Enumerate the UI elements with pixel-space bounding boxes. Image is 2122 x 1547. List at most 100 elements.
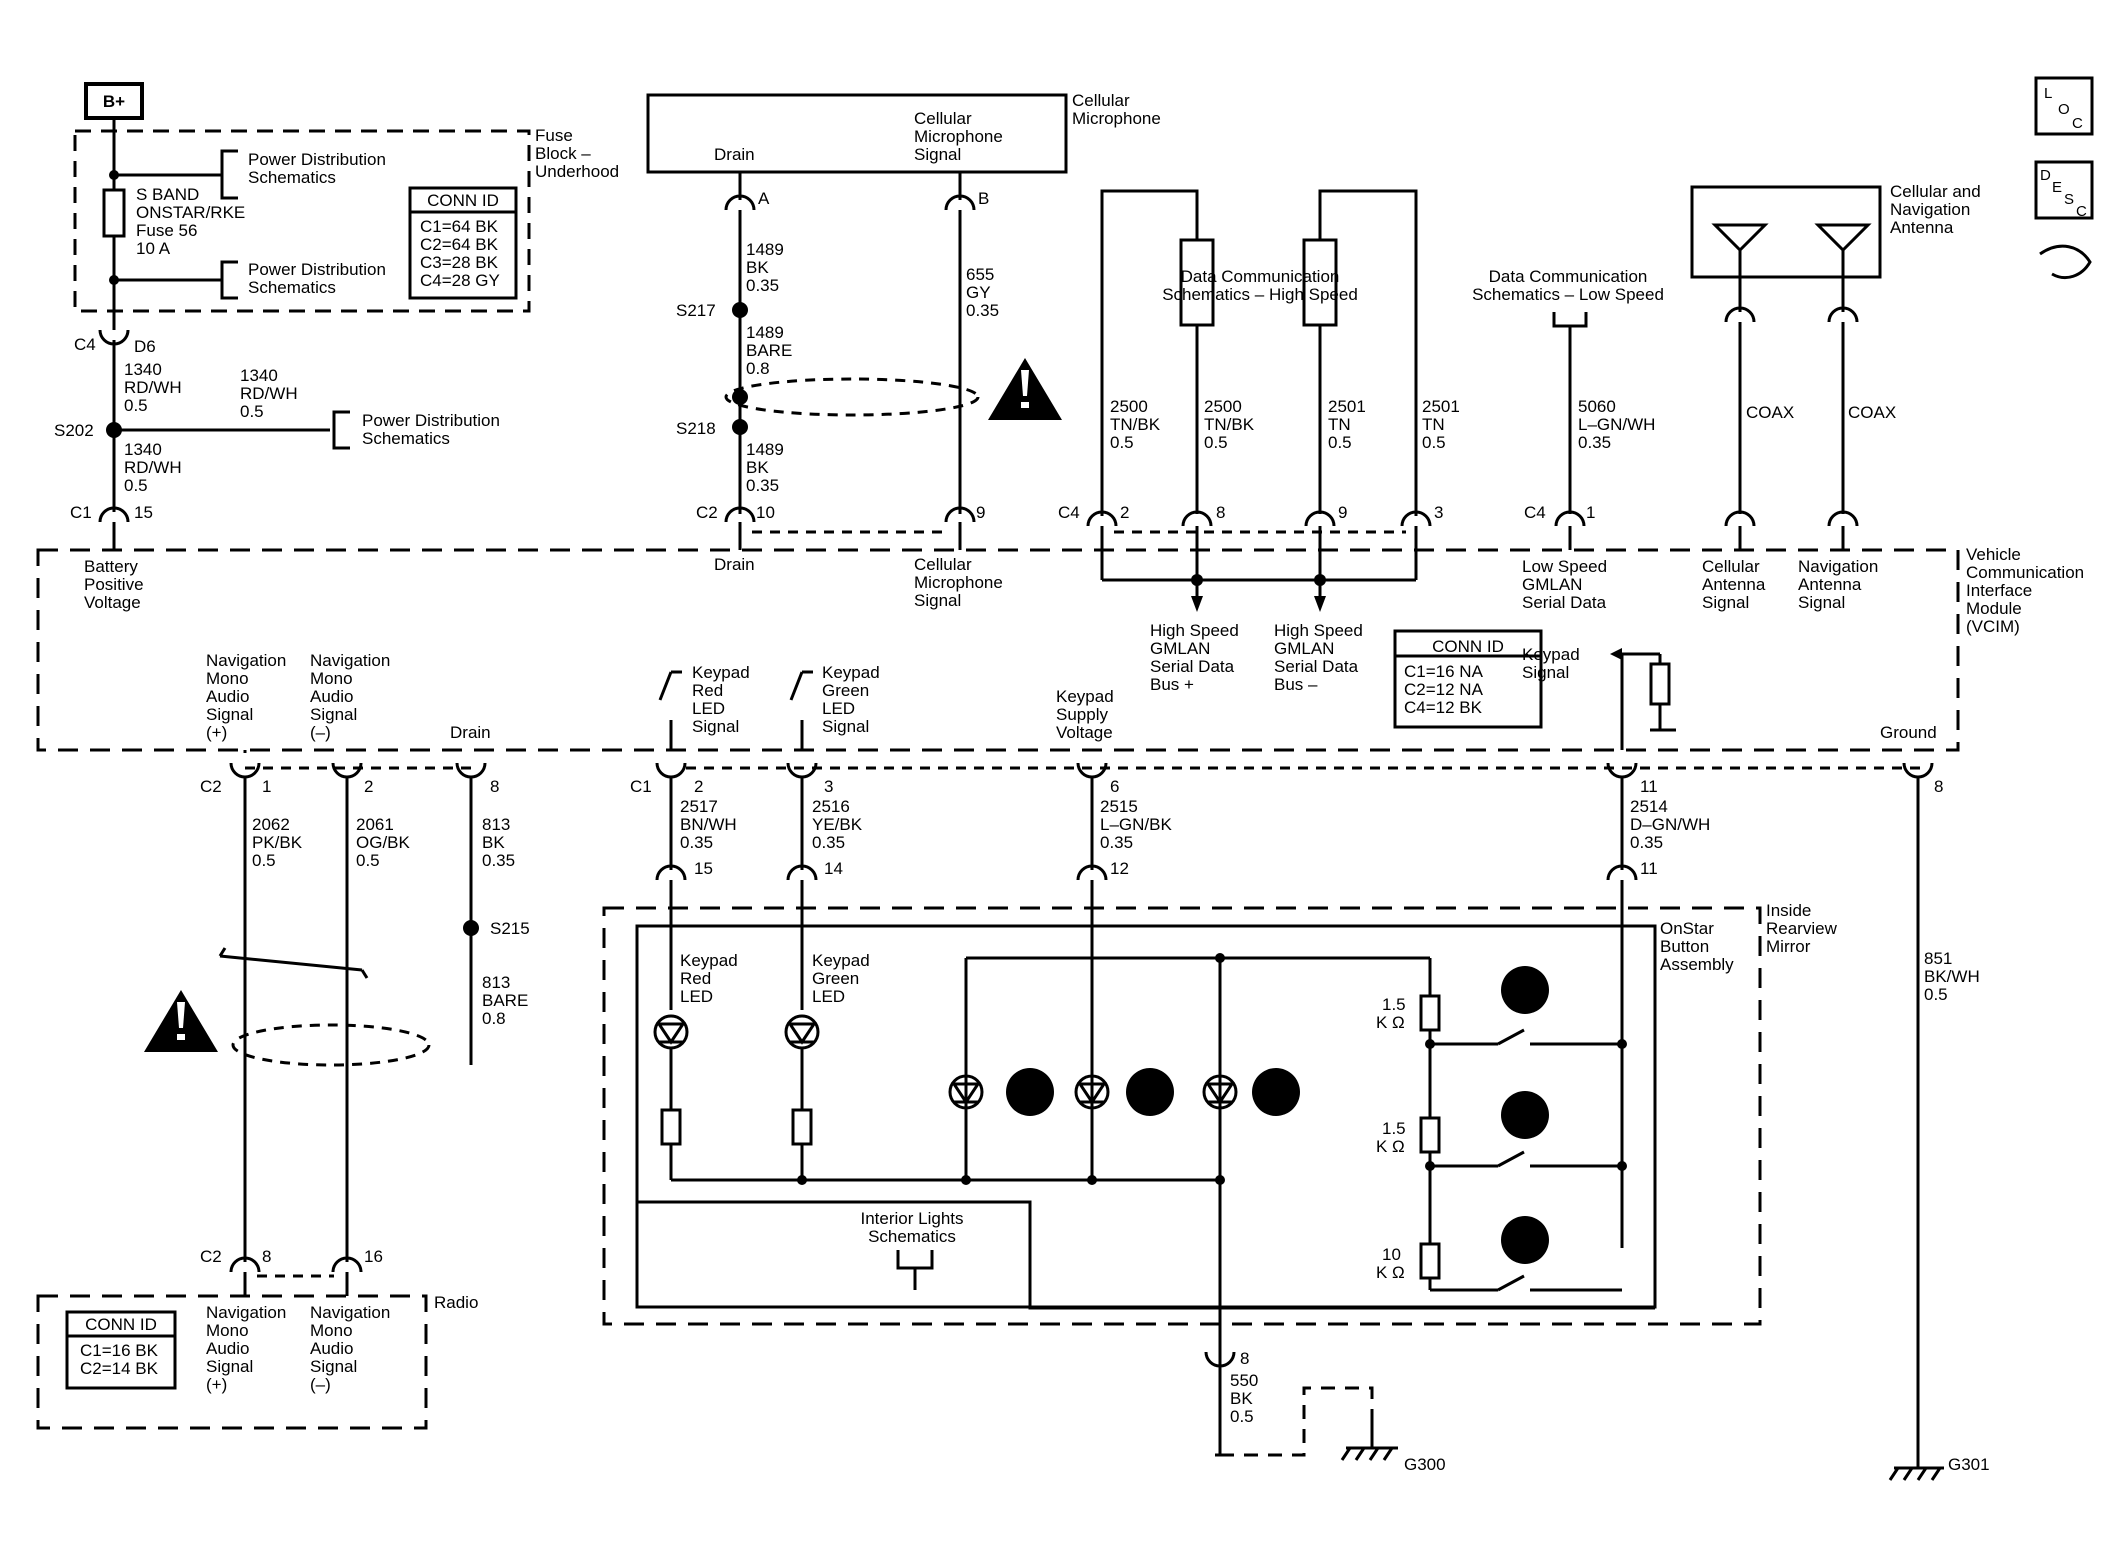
svg-text:✆: ✆ [1515, 978, 1535, 1005]
wire-label: 0.35 [966, 301, 999, 320]
radio-outline [36, 1294, 428, 1430]
red-led-label: LED [680, 987, 713, 1006]
wire-label: 0.8 [482, 1009, 506, 1028]
resistor-label: K Ω [1376, 1013, 1405, 1032]
pin-label: 3 [1434, 503, 1443, 522]
phone-button-icon [1501, 966, 1549, 1014]
radio-nav-plus-label: Navigation [206, 1303, 286, 1322]
green-led-label: LED [812, 987, 845, 1006]
interior-lights-label: Schematics [868, 1227, 956, 1246]
wire-label: 2517 [680, 797, 718, 816]
power-distribution-label: Schematics [248, 278, 336, 297]
pin-label: 15 [694, 859, 713, 878]
assembly-title: OnStar [1660, 919, 1714, 938]
red-led-label: Keypad [680, 951, 738, 970]
wire-label: 0.8 [746, 359, 770, 378]
nav-minus-label: (–) [310, 723, 331, 742]
battery-positive-label: Voltage [84, 593, 141, 612]
nav-plus-label: Mono [206, 669, 249, 688]
ground-label: Ground [1880, 723, 1937, 742]
wire-label: 550 [1230, 1371, 1258, 1390]
resistor-label: 1.5 [1382, 995, 1406, 1014]
bus-plus-label: GMLAN [1150, 639, 1210, 658]
nav-antenna-signal-label: Signal [1798, 593, 1845, 612]
green-led-signal-label: Green [822, 681, 869, 700]
wire-label: BK [746, 258, 769, 277]
wire-label: OG/BK [356, 833, 411, 852]
ground-g300-label: G300 [1404, 1455, 1446, 1474]
conn-id-title: CONN ID [1432, 637, 1504, 656]
wire-label: 0.5 [124, 396, 148, 415]
pin-label: 2 [694, 777, 703, 796]
wire-label: 0.5 [1230, 1407, 1254, 1426]
splice-label: S217 [676, 301, 716, 320]
fuse-block-title: Block – [535, 144, 591, 163]
nav-plus-label: Navigation [206, 651, 286, 670]
red-led-signal-label: Keypad [692, 663, 750, 682]
nav-plus-label: (+) [206, 723, 227, 742]
low-speed-signal-label: GMLAN [1522, 575, 1582, 594]
nav-minus-label: Navigation [310, 651, 390, 670]
mic-signal-label: Cellular [914, 109, 972, 128]
vcim-mic-signal-label: Signal [914, 591, 961, 610]
wire-label: 2514 [1630, 797, 1668, 816]
conn-id-entry: C1=64 BK [420, 217, 499, 236]
bplus-label: B+ [103, 92, 125, 111]
wire-label: TN [1422, 415, 1445, 434]
desc-icon[interactable] [2034, 160, 2094, 220]
green-led-signal-label: LED [822, 699, 855, 718]
pin-label: 2 [1120, 503, 1129, 522]
nav-plus-label: Audio [206, 687, 249, 706]
radio-nav-minus-label: Navigation [310, 1303, 390, 1322]
cell-antenna-signal-label: Cellular [1702, 557, 1760, 576]
radio-nav-minus-label: (–) [310, 1375, 331, 1394]
vcim-title: Module [1966, 599, 2022, 618]
pin-label: 16 [364, 1247, 383, 1266]
vcim-title: Communication [1966, 563, 2084, 582]
loc-icon[interactable] [2034, 76, 2094, 136]
fuse-label: 10 A [136, 239, 171, 258]
wire-label: 2501 [1422, 397, 1460, 416]
wire-label: YE/BK [812, 815, 863, 834]
nav-minus-label: Audio [310, 687, 353, 706]
fuse-block-title: Underhood [535, 162, 619, 181]
connector-label: C4 [1524, 503, 1546, 522]
conn-id-entry: C2=12 NA [1404, 680, 1484, 699]
vcim-drain-label: Drain [714, 555, 755, 574]
mic-drain-label: Drain [714, 145, 755, 164]
wire-label: 655 [966, 265, 994, 284]
mic-title: Cellular [1072, 91, 1130, 110]
connector-label: C4 [1058, 503, 1080, 522]
radio-title: Radio [434, 1293, 478, 1312]
vcim-conn-id-box [1393, 629, 1543, 729]
wire-label: 2500 [1204, 397, 1242, 416]
pin-label: 8 [262, 1247, 271, 1266]
mirror-title: Rearview [1766, 919, 1838, 938]
wire-label: 813 [482, 973, 510, 992]
splice-label: S215 [490, 919, 530, 938]
connector-label: C2 [696, 503, 718, 522]
desc-letter: E [2052, 179, 2062, 196]
radio-nav-plus-label: Signal [206, 1357, 253, 1376]
wire-label: 0.35 [680, 833, 713, 852]
radio-nav-minus-label: Mono [310, 1321, 353, 1340]
nav-antenna-signal-label: Navigation [1798, 557, 1878, 576]
pin-label: 11 [1640, 859, 1658, 878]
pin-label: 15 [134, 503, 153, 522]
radio-nav-plus-label: Mono [206, 1321, 249, 1340]
mic-signal-label: Microphone [914, 127, 1003, 146]
radio-nav-plus-label: (+) [206, 1375, 227, 1394]
desc-letter: S [2064, 191, 2074, 208]
keypad-signal-label: Keypad [1522, 645, 1580, 664]
svg-text:✚: ✚ [1515, 1228, 1535, 1255]
resistor-label: K Ω [1376, 1137, 1405, 1156]
wire-label: 2515 [1100, 797, 1138, 816]
pin-label: 14 [824, 859, 843, 878]
conn-id-entry: C1=16 BK [80, 1341, 159, 1360]
wire-label: 0.35 [1578, 433, 1611, 452]
connector-label: C2 [200, 1247, 222, 1266]
pin-label: 2 [364, 777, 373, 796]
desc-letter: D [2040, 167, 2051, 184]
low-speed-signal-label: Serial Data [1522, 593, 1607, 612]
pin-label: D6 [134, 337, 156, 356]
